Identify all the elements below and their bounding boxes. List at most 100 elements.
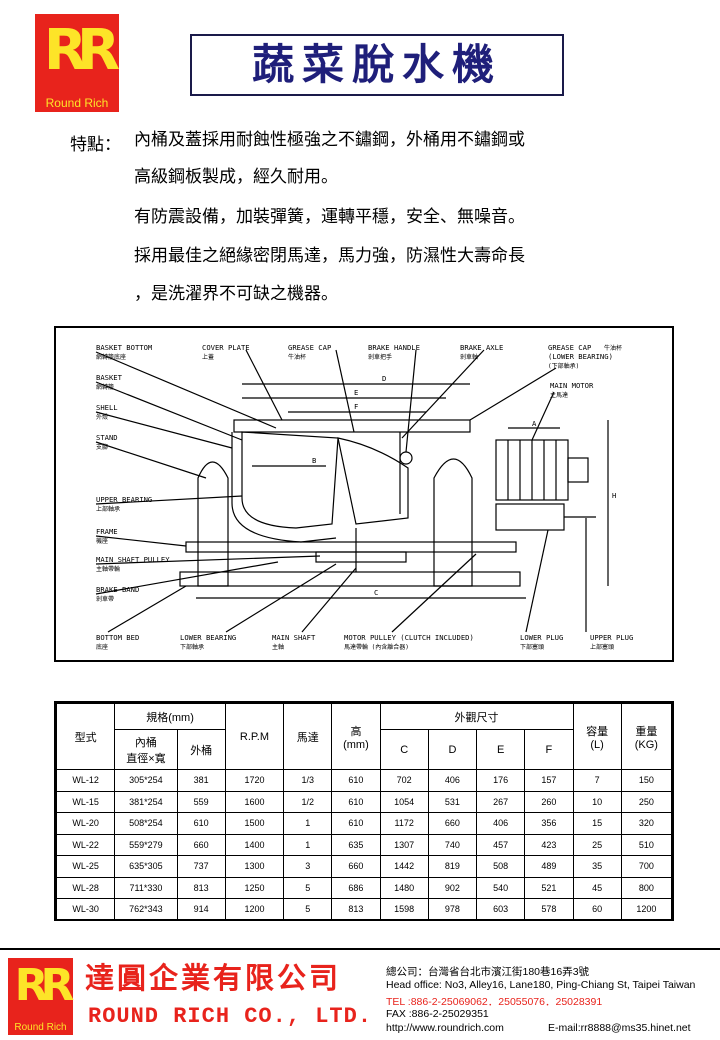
table-cell: 610	[176, 812, 226, 835]
table-cell: 381*254	[114, 790, 178, 813]
label-stand-zh: 支腳	[96, 443, 108, 451]
table-cell: 508*254	[114, 812, 178, 835]
dim-c-label: C	[374, 588, 378, 597]
spec-table-frame	[54, 701, 674, 921]
table-cell: 1600	[224, 790, 285, 813]
label-upper-bearing-zh: 上部軸承	[96, 505, 120, 513]
table-cell: 150	[620, 769, 673, 792]
table-cell: 1200	[224, 898, 285, 921]
machine-drawing: BASKET BOTTOM 網轉籠底座 BASKET 網轉籠 SHELL 外殼 …	[95, 343, 633, 651]
label-grease-cap: GREASE CAP	[288, 343, 331, 352]
table-cell: 356	[524, 812, 574, 835]
th-f: F	[524, 729, 574, 770]
machine-diagram: BASKET BOTTOM 網轉籠底座 BASKET 網轉籠 SHELL 外殼 …	[54, 326, 674, 662]
label-main-shaft-pulley: MAIN SHAFT PULLEY	[96, 555, 170, 564]
table-cell: 914	[176, 898, 226, 921]
th-spec: 規格(mm)	[114, 703, 226, 730]
brand-logo-footer: RR Round Rich	[8, 958, 74, 1035]
telephone: TEL :886-2-25069062．25055076．25028391	[386, 996, 603, 1008]
table-cell: 902	[427, 876, 478, 899]
label-upper-plug-zh: 上部塞頭	[590, 643, 614, 651]
table-cell: 1500	[224, 812, 285, 835]
table-cell: 610	[331, 790, 381, 813]
th-weight-unit: (KG)	[634, 738, 658, 751]
table-cell: 5	[283, 898, 333, 921]
table-cell: 267	[476, 790, 526, 813]
label-upper-bearing: UPPER BEARING	[96, 495, 152, 504]
basket-shape	[241, 431, 339, 529]
table-cell: WL-22	[55, 833, 116, 856]
table-cell: 578	[524, 898, 574, 921]
dim-b-label: B	[312, 456, 316, 465]
logo-label: Round Rich	[45, 96, 109, 110]
th-dims: 外觀尺寸	[379, 703, 574, 730]
table-cell: 762*343	[114, 898, 178, 921]
table-cell: 660	[427, 812, 478, 835]
table-cell: 800	[620, 876, 673, 899]
th-model: 型式	[55, 703, 116, 770]
label-grease-cap-lower-sub-zh: (下部軸承)	[548, 362, 579, 370]
table-cell: 1400	[224, 833, 285, 856]
label-upper-plug: UPPER PLUG	[590, 633, 633, 642]
table-cell: 686	[331, 876, 381, 899]
label-grease-cap-lower: GREASE CAP	[548, 343, 591, 352]
th-rpm: R.P.M	[224, 703, 285, 770]
table-cell: 45	[572, 876, 622, 899]
dim-d-label: D	[382, 374, 386, 383]
stand-left-shape	[197, 461, 229, 587]
table-cell: 176	[476, 769, 526, 792]
cover-plate-shape	[233, 419, 471, 433]
th-inner-sub: 直徑×寬	[126, 752, 166, 765]
table-cell: 260	[524, 790, 574, 813]
company-name-en: ROUND RICH CO., LTD.	[88, 1004, 373, 1029]
label-basket-zh: 網轉籠	[96, 383, 114, 391]
table-cell: 635*305	[114, 855, 178, 878]
dim-h-label: H	[612, 491, 616, 500]
th-capacity-label: 容量	[586, 725, 609, 738]
table-cell: 7	[572, 769, 622, 792]
label-main-shaft-zh: 主軸	[272, 643, 284, 651]
th-c: C	[379, 729, 429, 770]
table-cell: 305*254	[114, 769, 178, 792]
label-cover-plate-zh: 上蓋	[202, 353, 214, 361]
th-outer: 外桶	[176, 729, 226, 770]
stand-right-shape	[433, 458, 473, 587]
table-cell: 978	[427, 898, 478, 921]
label-grease-cap-lower-zh: 牛油杯	[604, 344, 622, 352]
label-shell: SHELL	[96, 403, 118, 412]
table-cell: 1054	[379, 790, 429, 813]
table-cell: 559*279	[114, 833, 178, 856]
table-cell: WL-28	[55, 876, 116, 899]
fax: FAX :886-2-25029351	[386, 1008, 489, 1020]
label-grease-cap-lower-sub: (LOWER BEARING)	[548, 352, 613, 361]
table-cell: WL-15	[55, 790, 116, 813]
frame-shape	[185, 541, 517, 553]
label-basket-bottom-zh: 網轉籠底座	[96, 353, 126, 361]
th-weight: 重量 (KG)	[620, 703, 673, 770]
website-link[interactable]: http://www.roundrich.com	[386, 1022, 504, 1034]
table-cell: 531	[427, 790, 478, 813]
th-height: 高 (mm)	[331, 703, 381, 770]
table-cell: 540	[476, 876, 526, 899]
label-motor-pulley-zh: 馬達帶輪 (內含離合器)	[344, 643, 409, 651]
label-grease-cap-zh: 牛油杯	[288, 353, 306, 361]
label-main-motor-zh: 主馬達	[550, 391, 568, 399]
table-cell: 423	[524, 833, 574, 856]
email-link[interactable]: E-mail:rr8888@ms35.hinet.net	[548, 1022, 691, 1034]
label-stand: STAND	[96, 433, 118, 442]
table-cell: 813	[331, 898, 381, 921]
th-inner-label: 內桶	[134, 736, 157, 749]
motor-cap	[567, 457, 589, 483]
table-cell: 711*330	[114, 876, 178, 899]
feature-line: 高級鋼板製成，經久耐用。	[134, 167, 338, 187]
th-capacity: 容量 (L)	[572, 703, 622, 770]
dim-a-label: A	[532, 419, 537, 428]
table-cell: 157	[524, 769, 574, 792]
label-motor-pulley: MOTOR PULLEY (CLUTCH INCLUDED)	[344, 633, 474, 642]
table-cell: 5	[283, 876, 333, 899]
feature-line: 內桶及蓋採用耐蝕性極強之不鏽鋼，外桶用不鏽鋼或	[134, 130, 525, 150]
